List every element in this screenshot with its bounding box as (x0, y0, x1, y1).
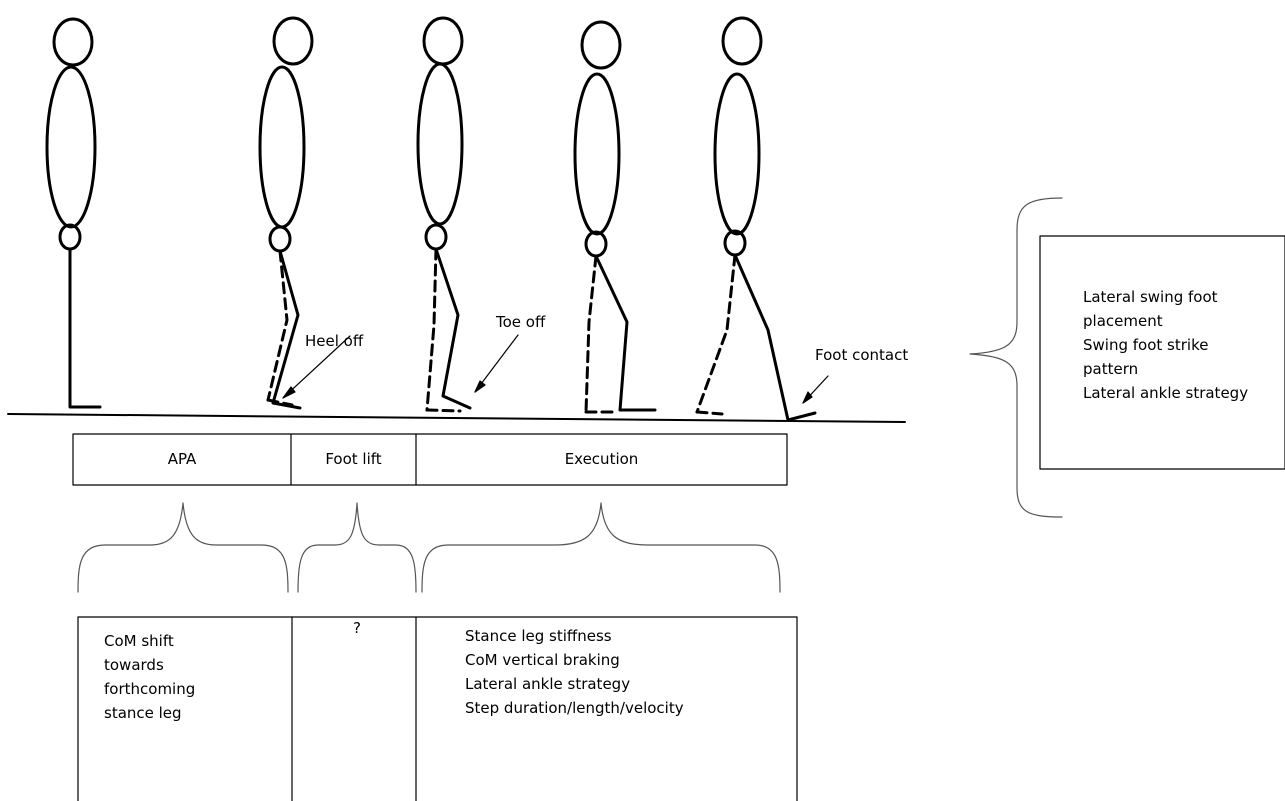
foot-contact-brace (969, 197, 1063, 518)
apa-line: towards (104, 656, 164, 674)
stick-figure-foot-contact (695, 16, 817, 422)
foot-contact-line: pattern (1083, 360, 1139, 378)
annotation-arrows (282, 334, 829, 404)
toe-off-label: Toe off (496, 313, 546, 331)
ground-line (7, 413, 906, 423)
foot-contact-line: Lateral swing foot (1083, 288, 1218, 306)
foot-contact-box (1039, 235, 1285, 470)
foot-lift-description: ? (353, 619, 361, 637)
apa-description: CoM shift towards forthcoming stance leg (104, 629, 195, 725)
execution-line: Lateral ankle strategy (465, 675, 631, 693)
phase-apa-label: APA (167, 450, 197, 468)
apa-line: stance leg (104, 704, 182, 722)
execution-line: Stance leg stiffness (465, 627, 612, 645)
apa-line: CoM shift (104, 632, 174, 650)
apa-line: forthcoming (104, 680, 196, 698)
foot-contact-label: Foot contact (815, 346, 909, 364)
phase-execution-label: Execution (564, 450, 639, 468)
phase-bar (72, 433, 788, 486)
execution-line: CoM vertical braking (465, 651, 620, 669)
execution-description: Stance leg stiffness CoM vertical brakin… (465, 624, 684, 720)
execution-line: Step duration/length/velocity (465, 699, 684, 717)
foot-contact-line: Swing foot strike (1083, 336, 1209, 354)
foot-contact-line: placement (1083, 312, 1163, 330)
stick-figure-heel-off (258, 16, 314, 410)
description-boxes (77, 616, 798, 801)
foot-contact-description: Lateral swing foot placement Swing foot … (1083, 285, 1248, 405)
phase-braces (77, 502, 781, 593)
phase-foot-lift-label: Foot lift (325, 450, 382, 468)
stick-figure-toe-off (416, 16, 472, 413)
stick-figure-standing (45, 17, 102, 409)
stick-figure-swing (573, 20, 657, 414)
heel-off-label: Heel off (305, 332, 364, 350)
foot-contact-line: Lateral ankle strategy (1083, 384, 1249, 402)
